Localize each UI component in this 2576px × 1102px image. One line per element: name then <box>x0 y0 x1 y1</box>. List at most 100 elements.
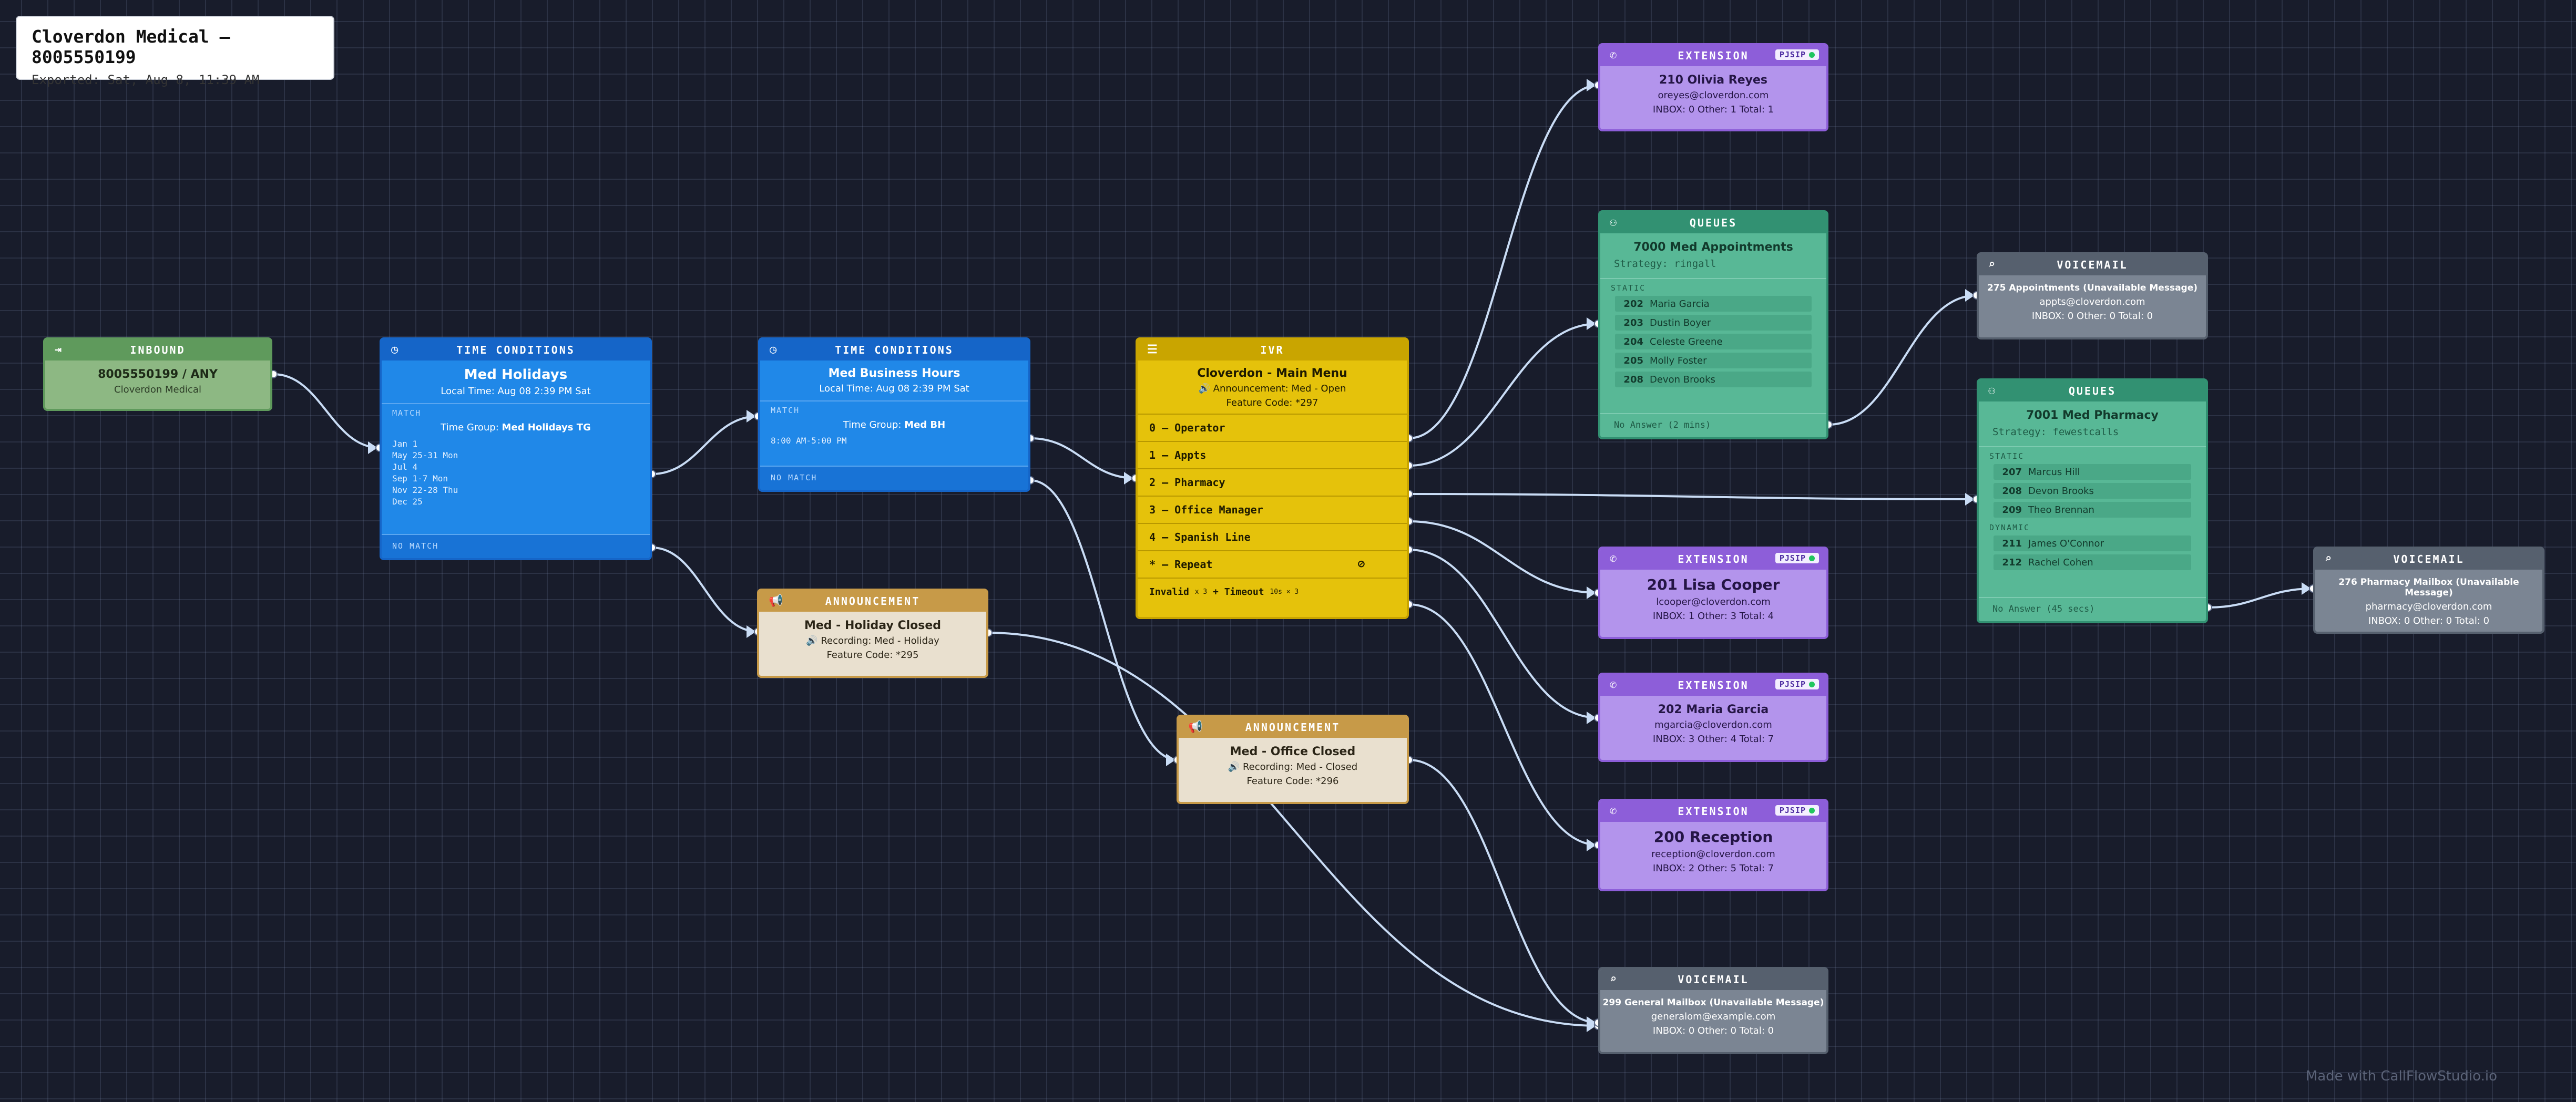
ivr-option-3[interactable]: 3 — Office Manager <box>1138 496 1407 523</box>
voicemail-icon: ⌕ <box>1610 973 1617 986</box>
pjsip-badge: PJSIP <box>1775 553 1819 563</box>
ivr-option-1[interactable]: 1 — Appts <box>1138 441 1407 468</box>
queue-7000-node[interactable]: ⚇ QUEUES 7000 Med Appointments Strategy:… <box>1598 210 1828 439</box>
ivr-option-label: * — Repeat <box>1149 558 1213 571</box>
node-type-label: EXTENSION <box>1678 553 1749 565</box>
extension-name: 210 Olivia Reyes <box>1659 74 1767 87</box>
menu-list-icon: ☰ <box>1147 343 1158 356</box>
speaker-icon: 🔊 <box>1198 383 1210 394</box>
phone-icon: ✆ <box>1610 805 1617 818</box>
node-type-label: VOICEMAIL <box>2057 259 2128 271</box>
voicemail-299-node[interactable]: ⌕ VOICEMAIL 299 General Mailbox (Unavail… <box>1598 967 1828 1054</box>
speaker-icon: 🔊 <box>806 635 818 646</box>
ivr-option-label: 0 — Operator <box>1149 421 1225 434</box>
time-group-name: Med Holidays TG <box>502 422 591 433</box>
extension-inbox: INBOX: 3 Other: 4 Total: 7 <box>1652 734 1774 745</box>
voicemail-inbox: INBOX: 0 Other: 0 Total: 0 <box>2368 615 2490 626</box>
time-condition-business-node[interactable]: ◷ TIME CONDITIONS Med Business Hours Loc… <box>758 337 1030 492</box>
voicemail-name: 275 Appointments (Unavailable Message) <box>1987 283 2198 293</box>
node-type-label: TIME CONDITIONS <box>835 344 954 356</box>
announcement-office-closed-node[interactable]: 📢 ANNOUNCEMENT Med - Office Closed 🔊 Rec… <box>1177 715 1409 804</box>
time-group-name: Med BH <box>904 419 946 430</box>
ivr-node[interactable]: ☰ IVR Cloverdon - Main Menu 🔊 Announceme… <box>1136 337 1409 619</box>
invalid-label: Invalid <box>1149 586 1189 598</box>
inbound-number: 8005550199 / ANY <box>98 368 218 381</box>
voicemail-name: 299 General Mailbox (Unavailable Message… <box>1602 997 1824 1008</box>
pjsip-badge: PJSIP <box>1775 679 1819 689</box>
business-hours: 8:00 AM-5:00 PM <box>771 436 847 446</box>
static-members-label: STATIC <box>1611 283 1646 293</box>
time-condition-name: Med Business Hours <box>828 367 960 380</box>
recording-name: Recording: Med - Holiday <box>821 635 939 646</box>
badge-label: PJSIP <box>1779 679 1806 689</box>
voicemail-email: pharmacy@cloverdon.com <box>2365 601 2492 612</box>
time-condition-name: Med Holidays <box>464 367 568 383</box>
extension-email: oreyes@cloverdon.com <box>1658 90 1769 101</box>
dynamic-members-label: DYNAMIC <box>1989 523 2030 532</box>
no-match-label: NO MATCH <box>771 473 817 482</box>
status-dot <box>1809 555 1815 561</box>
feature-code: Feature Code: *296 <box>1246 776 1339 787</box>
inbound-description: Cloverdon Medical <box>114 384 201 395</box>
extension-210-node[interactable]: ✆ EXTENSION PJSIP 210 Olivia Reyes oreye… <box>1598 43 1828 131</box>
node-type-label: EXTENSION <box>1678 679 1749 692</box>
time-group-label: Time Group: <box>843 419 902 430</box>
timeout-count: 10s × 3 <box>1270 588 1299 596</box>
node-type-label: INBOUND <box>130 344 186 356</box>
local-time: Local Time: Aug 08 2:39 PM Sat <box>441 386 591 397</box>
badge-label: PJSIP <box>1779 806 1806 815</box>
users-icon: ⚇ <box>1610 216 1617 229</box>
voicemail-icon: ⌕ <box>2325 552 2332 565</box>
invalid-count: x 3 <box>1194 588 1208 596</box>
eye-off-icon: ⊘ <box>1357 558 1365 571</box>
inbound-node[interactable]: ⇥ INBOUND 8005550199 / ANY Cloverdon Med… <box>43 337 272 411</box>
ivr-invalid-timeout[interactable]: Invalid x 3 + Timeout 10s × 3 <box>1138 578 1407 605</box>
local-time: Local Time: Aug 08 2:39 PM Sat <box>819 383 969 394</box>
holiday-date-list: Jan 1 May 25-31 Mon Jul 4 Sep 1-7 Mon No… <box>382 433 650 508</box>
no-answer-label: No Answer (45 secs) <box>1992 604 2095 614</box>
holiday-date: Jan 1 <box>392 439 418 449</box>
badge-label: PJSIP <box>1779 553 1806 563</box>
voicemail-inbox: INBOX: 0 Other: 0 Total: 0 <box>2031 311 2153 322</box>
ivr-announcement: Announcement: Med - Open <box>1213 383 1346 394</box>
clock-icon: ◷ <box>770 343 777 356</box>
flow-title: Cloverdon Medical — 8005550199 <box>32 26 230 67</box>
node-type-label: QUEUES <box>1689 217 1737 229</box>
extension-202-node[interactable]: ✆ EXTENSION PJSIP 202 Maria Garcia mgarc… <box>1598 673 1828 762</box>
node-type-label: IVR <box>1260 344 1284 356</box>
ivr-option-4[interactable]: 4 — Spanish Line <box>1138 523 1407 550</box>
ivr-option-star[interactable]: * — Repeat ⊘ <box>1138 550 1407 578</box>
ivr-option-0[interactable]: 0 — Operator <box>1138 414 1407 441</box>
export-timestamp: Exported: Sat, Aug 8, 11:39 AM <box>32 73 260 87</box>
extension-200-node[interactable]: ✆ EXTENSION PJSIP 200 Reception receptio… <box>1598 799 1828 891</box>
extension-email: lcooper@cloverdon.com <box>1656 596 1771 607</box>
extension-inbox: INBOX: 1 Other: 3 Total: 4 <box>1652 611 1774 622</box>
announcement-name: Med - Office Closed <box>1230 745 1356 758</box>
extension-name: 200 Reception <box>1653 828 1773 846</box>
voicemail-275-node[interactable]: ⌕ VOICEMAIL 275 Appointments (Unavailabl… <box>1977 252 2208 339</box>
ivr-name: Cloverdon - Main Menu <box>1197 367 1347 380</box>
match-label: MATCH <box>392 408 422 418</box>
holiday-date: Jul 4 <box>392 462 418 472</box>
voicemail-276-node[interactable]: ⌕ VOICEMAIL 276 Pharmacy Mailbox (Unavai… <box>2313 547 2544 634</box>
node-type-label: ANNOUNCEMENT <box>825 595 921 607</box>
time-condition-holidays-node[interactable]: ◷ TIME CONDITIONS Med Holidays Local Tim… <box>380 337 652 560</box>
extension-inbox: INBOX: 0 Other: 1 Total: 1 <box>1652 104 1774 115</box>
extension-201-node[interactable]: ✆ EXTENSION PJSIP 201 Lisa Cooper lcoope… <box>1598 547 1828 639</box>
extension-email: reception@cloverdon.com <box>1651 849 1775 860</box>
announcement-holiday-node[interactable]: 📢 ANNOUNCEMENT Med - Holiday Closed 🔊 Re… <box>757 589 988 678</box>
voicemail-name: 276 Pharmacy Mailbox (Unavailable Messag… <box>2338 577 2519 598</box>
ivr-option-2[interactable]: 2 — Pharmacy <box>1138 468 1407 496</box>
node-type-label: ANNOUNCEMENT <box>1245 721 1341 734</box>
queue-7001-node[interactable]: ⚇ QUEUES 7001 Med Pharmacy Strategy: few… <box>1977 378 2208 623</box>
node-type-label: EXTENSION <box>1678 805 1749 818</box>
voicemail-email: appts@cloverdon.com <box>2039 296 2145 307</box>
voicemail-email: generalom@example.com <box>1651 1011 1776 1022</box>
